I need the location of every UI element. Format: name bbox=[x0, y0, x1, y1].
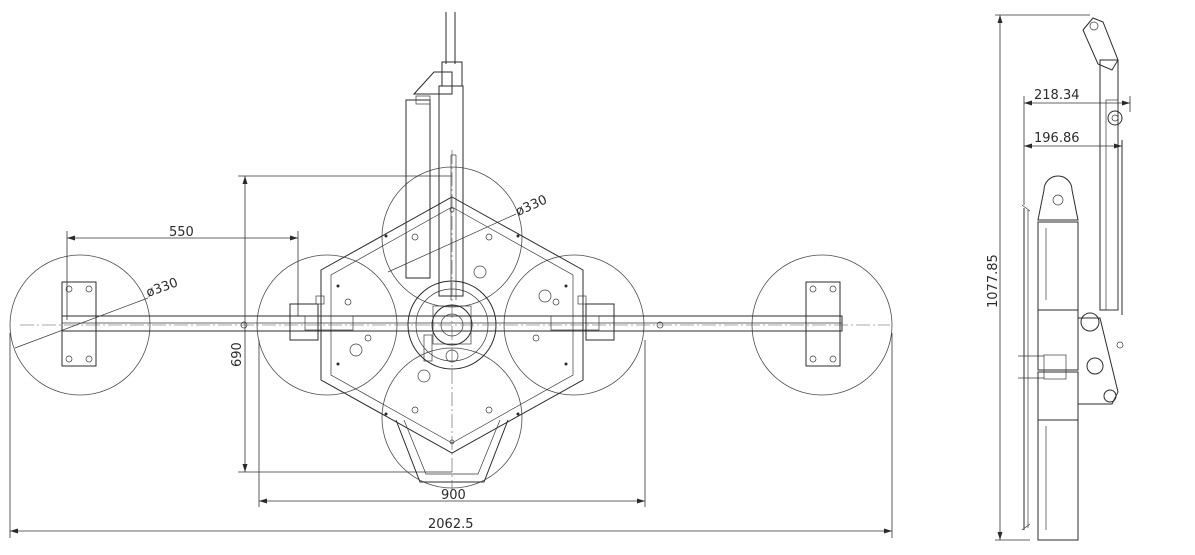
dim-side-offset-2: 196.86 bbox=[1034, 131, 1080, 146]
side-view bbox=[1018, 17, 1124, 541]
lower-cradle bbox=[395, 419, 509, 483]
bracket-right bbox=[585, 303, 615, 341]
bracket-left bbox=[289, 303, 319, 341]
plate-far-right bbox=[805, 281, 841, 367]
lifting-arm bbox=[405, 12, 464, 362]
dim-arm-length: 550 bbox=[169, 225, 194, 240]
dim-side-height: 1077.85 bbox=[986, 254, 1001, 308]
dim-frame-width: 900 bbox=[441, 488, 466, 503]
vacuum-pad-far-left bbox=[9, 254, 151, 396]
plate-far-left bbox=[61, 281, 97, 367]
side-dimensions: 1077.85 218.34 196.86 bbox=[986, 14, 1131, 541]
dim-side-offset-1: 218.34 bbox=[1034, 88, 1080, 103]
dim-overall-width: 2062.5 bbox=[428, 517, 474, 532]
dim-frame-height: 690 bbox=[230, 342, 245, 367]
dim-pad-diameter-top: ø330 bbox=[514, 193, 550, 220]
dim-pad-diameter-left: ø330 bbox=[144, 275, 180, 300]
front-view bbox=[9, 12, 893, 490]
